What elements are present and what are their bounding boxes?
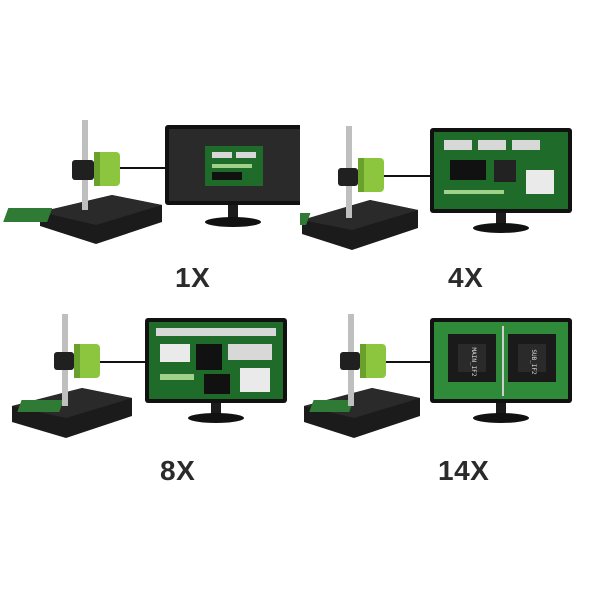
microscope-setup-illustration — [300, 126, 572, 250]
panel-1x: 1X — [0, 0, 300, 300]
microscope-setup-illustration: MAIN_IF2 SUB_IF2 — [304, 314, 572, 438]
microscope-setup-illustration — [12, 314, 287, 438]
panel-8x: 8X — [0, 300, 300, 600]
chip-marking-left: MAIN_IF2 — [470, 348, 477, 377]
panel-14x: MAIN_IF2 SUB_IF2 14X — [300, 300, 600, 600]
zoom-label-1x: 1X — [175, 262, 211, 293]
zoom-label-4x: 4X — [448, 262, 484, 293]
chip-marking-right: SUB_IF2 — [530, 349, 537, 375]
zoom-label-14x: 14X — [438, 455, 490, 486]
panel-4x: 4X — [300, 0, 600, 300]
microscope-setup-illustration — [3, 120, 300, 244]
zoom-label-8x: 8X — [160, 455, 196, 486]
